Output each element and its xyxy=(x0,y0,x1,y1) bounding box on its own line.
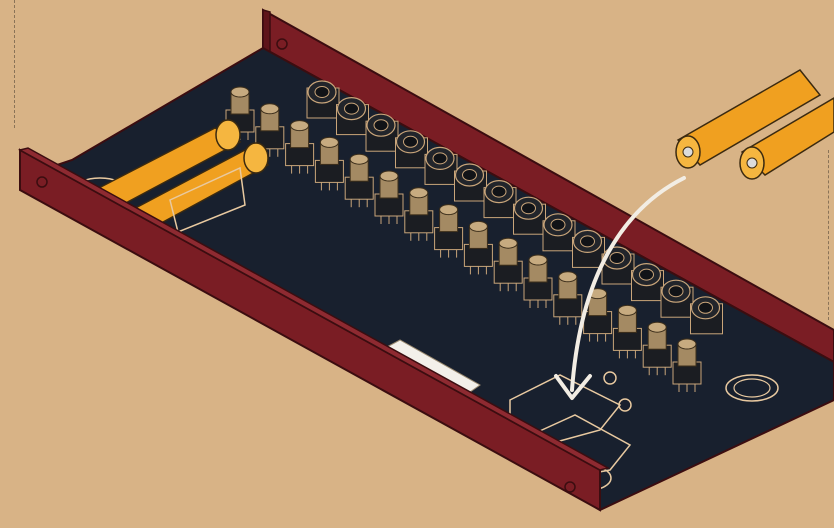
jack-icon xyxy=(396,131,428,168)
jack-icon xyxy=(337,98,369,135)
enclosure-back-wall-top xyxy=(263,10,270,52)
jack-icon xyxy=(366,114,398,151)
jack-icon xyxy=(691,297,723,334)
jack-icon xyxy=(543,214,575,251)
jack-icon xyxy=(425,147,457,184)
dashed-guide-right xyxy=(828,150,829,320)
jack-icon xyxy=(307,81,339,118)
jack-icon xyxy=(632,264,664,301)
jack-icon xyxy=(455,164,487,201)
jack-icon xyxy=(514,197,546,234)
jack-icon xyxy=(573,230,605,267)
jack-icon xyxy=(484,181,516,218)
jack-icon xyxy=(661,280,693,317)
dashed-guide-left xyxy=(14,0,15,128)
